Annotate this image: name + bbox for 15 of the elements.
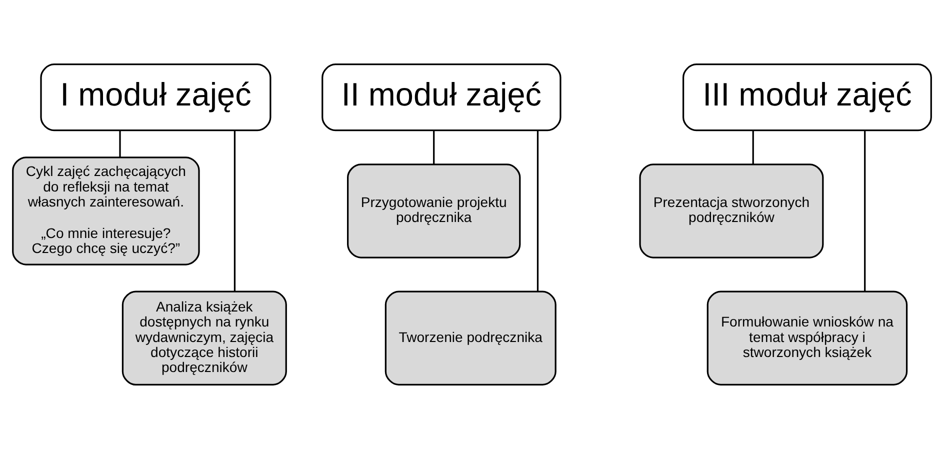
node-box: Tworzenie podręcznika (384, 290, 556, 386)
node-box: Formułowanie wniosków na temat współpracy i stworzonych książek (706, 290, 908, 386)
node-box: II moduł zajęć (322, 64, 562, 132)
node-box: I moduł zajęć (40, 64, 272, 132)
node-box: III moduł zajęć (682, 64, 932, 132)
node-box: Prezentacja stworzonych podręczników (639, 164, 824, 258)
connector (536, 130, 539, 292)
connector (119, 130, 121, 158)
connector (433, 130, 435, 164)
node-box: Analiza książek dostępnych na rynku wydawniczym, zajęcia dotyczące historii podręczników (122, 290, 287, 386)
connector (234, 130, 236, 292)
connector (864, 130, 866, 292)
connector (752, 130, 754, 164)
node-box: Przygotowanie projektu podręcznika (347, 164, 521, 258)
node-box: Cykl zajęć zachęcających do refleksji na temat własnych zainteresowań. „Co mnie interesuje? Czego chcę się uczyć?” (12, 156, 200, 266)
